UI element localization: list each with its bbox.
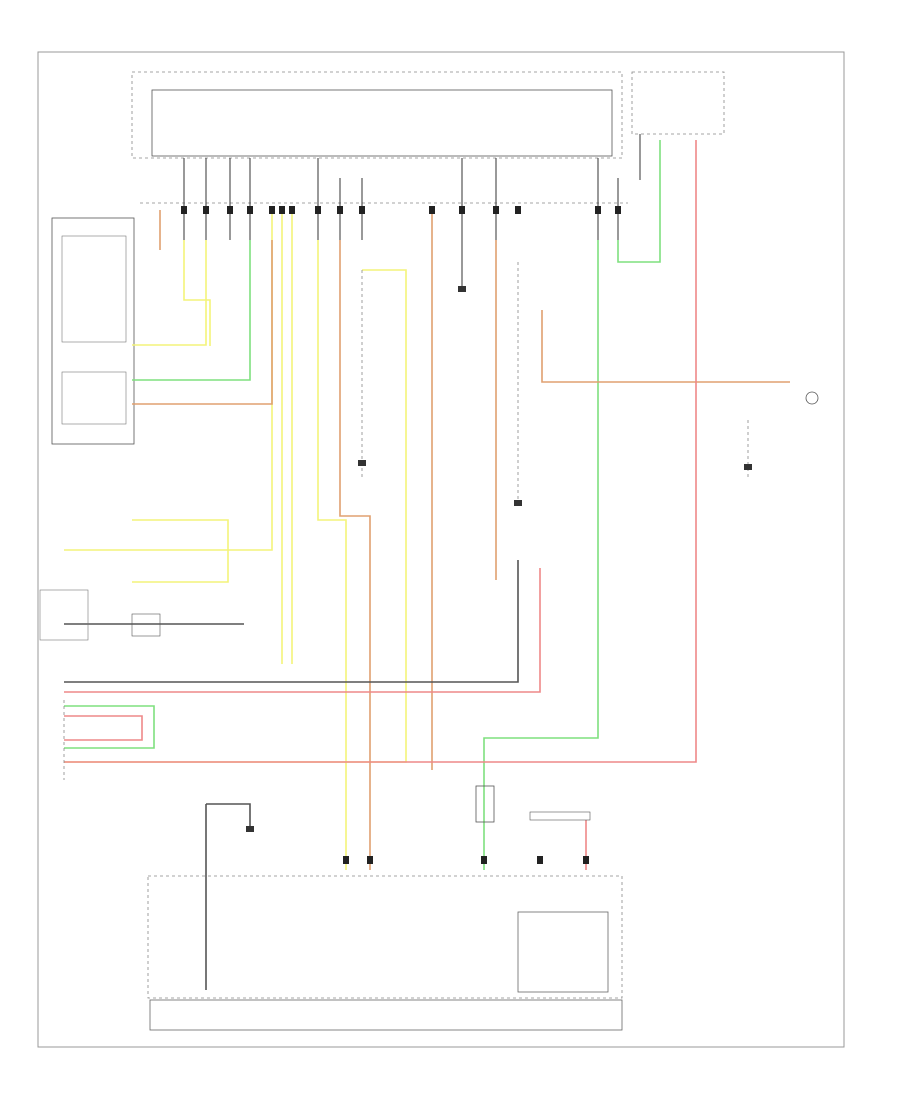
left-switch-upper (61, 235, 127, 343)
left-switch-panel (51, 217, 135, 445)
lamp-icon (805, 391, 819, 405)
pink-wires (64, 140, 697, 870)
bottom-right-module (517, 911, 609, 993)
yellow-wires (64, 210, 407, 870)
left-lower-component (131, 613, 161, 637)
fuse-box (631, 71, 725, 135)
bottom-label-box (149, 999, 623, 1031)
green-wires (64, 140, 661, 870)
bottom-control-unit (147, 875, 623, 999)
center-connector (475, 785, 495, 823)
module-leads (183, 134, 641, 288)
orange-wires (132, 210, 790, 870)
connector-pins (181, 206, 621, 864)
left-switch-lower (61, 371, 127, 425)
gray-wires (64, 560, 519, 990)
left-sensor-box (39, 589, 89, 641)
top-module-box (131, 71, 623, 159)
ground-symbols (246, 286, 752, 832)
right-connector (529, 811, 591, 821)
page-frame (37, 51, 845, 1048)
top-module-inner (151, 89, 613, 157)
